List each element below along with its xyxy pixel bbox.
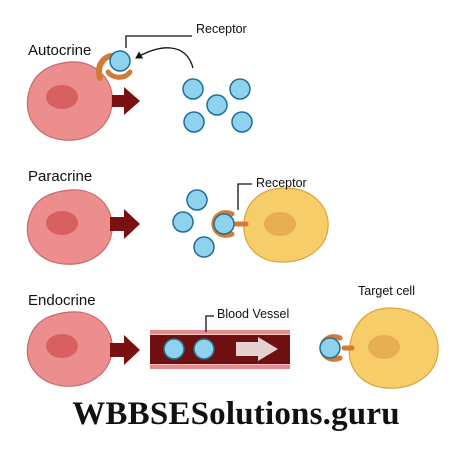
paracrine-receptor-label: Receptor <box>256 176 307 190</box>
secreting-cell <box>26 311 113 387</box>
return-arrow <box>135 47 194 69</box>
secretion-arrow <box>112 87 140 115</box>
endocrine-title: Endocrine <box>28 292 96 309</box>
receptor-leader-line <box>237 183 252 210</box>
endocrine-panel <box>26 307 439 389</box>
bound-ligand <box>319 337 341 359</box>
target-cell <box>243 187 329 263</box>
autocrine-title: Autocrine <box>28 42 92 59</box>
autocrine-receptor-label: Receptor <box>196 22 247 36</box>
target-cell-label: Target cell <box>358 284 415 298</box>
secreting-cell <box>26 61 113 141</box>
bound-ligand <box>213 213 235 235</box>
signal-molecules <box>172 189 215 258</box>
secreting-cell <box>26 189 113 265</box>
target-cell <box>348 307 439 389</box>
paracrine-title: Paracrine <box>28 168 93 185</box>
autocrine-panel <box>26 35 253 141</box>
paracrine-panel <box>26 183 329 265</box>
flow-arrow <box>236 337 278 361</box>
receptor-leader-line <box>125 35 192 48</box>
blood-vessel-label: Blood Vessel <box>217 307 290 321</box>
bound-ligand <box>109 50 131 72</box>
receptor <box>96 53 133 81</box>
signal-molecules <box>182 78 253 133</box>
watermark: WBBSESolutions.guru <box>72 396 400 432</box>
vessel-leader-line <box>205 315 214 332</box>
signal-molecules <box>163 338 215 360</box>
secretion-arrow <box>110 209 140 239</box>
secretion-arrow <box>110 335 140 365</box>
